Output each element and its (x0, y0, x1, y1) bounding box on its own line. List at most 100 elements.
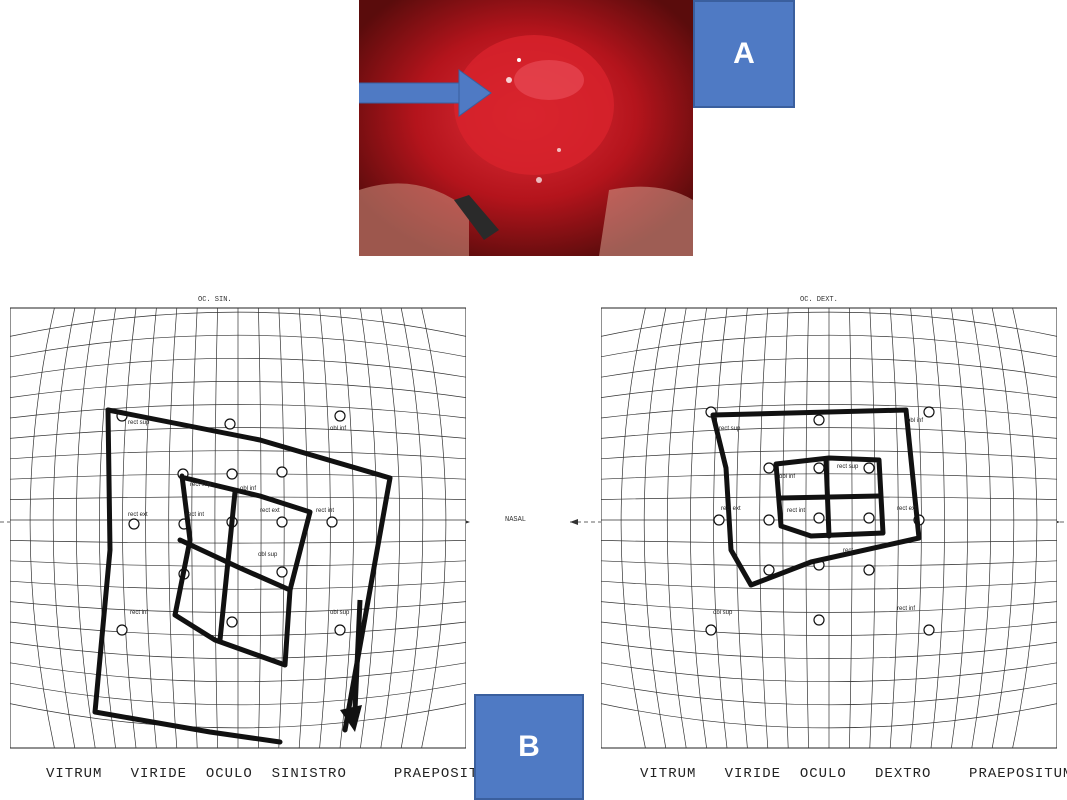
muscle-label: rect ext (721, 506, 741, 512)
muscle-label: obl sup (330, 610, 350, 616)
surgical-photo (359, 0, 693, 256)
grid-horizontal-line (601, 450, 1057, 460)
muscle-label: rect int (186, 512, 204, 518)
grid-vertical-line (805, 307, 809, 749)
grid-horizontal-line (601, 311, 1057, 337)
grid-horizontal-line (10, 601, 466, 613)
fixation-dot (863, 462, 875, 474)
grid-horizontal-line (10, 580, 466, 590)
grid-horizontal-line (10, 642, 466, 659)
inner-field-plot (172, 473, 313, 668)
right-chart-heading: OC. DEXT. (800, 296, 838, 304)
grid-horizontal-line (601, 357, 1057, 378)
grid-horizontal-line (10, 682, 466, 706)
grid-vertical-line (930, 307, 945, 749)
muscle-label: rect ext (128, 512, 148, 518)
fixation-dot (334, 624, 346, 636)
grid-vertical-line (1012, 307, 1038, 749)
surgical-photo-art (359, 0, 693, 256)
right-chart-svg: obl inf rect sup rect sup rect ext obl inf re… (601, 307, 1057, 749)
grid-horizontal-line (10, 450, 466, 460)
muscle-label: obl sup (713, 610, 733, 616)
grid-vertical-line (99, 307, 116, 749)
right-hess-chart: obl inf rect sup rect sup rect ext obl inf re… (601, 300, 1057, 800)
nasal-label: NASAL (505, 516, 527, 524)
grid-vertical-line (690, 307, 707, 749)
fixation-dot (763, 514, 775, 526)
muscle-label: rect (843, 548, 853, 554)
fixation-dot (813, 462, 825, 474)
grid-vertical-line (191, 307, 198, 749)
grid-vertical-line (122, 307, 137, 749)
grid-horizontal-line (601, 682, 1057, 706)
muscle-label: obl inf (240, 486, 256, 492)
muscle-label: obl inf (907, 418, 923, 424)
grid-vertical-line (666, 307, 687, 749)
grid-vertical-line (759, 307, 769, 749)
grid-horizontal-line (601, 427, 1057, 439)
direction-arrowhead (340, 705, 362, 732)
grid-horizontal-line (10, 381, 466, 398)
grid-horizontal-line (10, 621, 466, 636)
muscle-label: obl sup (258, 552, 278, 558)
fixation-dot (224, 418, 236, 430)
grid-horizontal-line (601, 662, 1057, 683)
fixation-dot (128, 518, 140, 530)
grid-vertical-line (145, 307, 157, 749)
fixation-dot (813, 414, 825, 426)
grid-horizontal-line (601, 621, 1057, 636)
grid-horizontal-line (601, 334, 1057, 358)
grid-vertical-line (339, 307, 354, 749)
left-chart-heading: OC. SIN. (198, 296, 232, 304)
muscle-label: rect ext (260, 508, 280, 514)
fixation-dot (226, 616, 238, 628)
fixation-dot (116, 624, 128, 636)
muscle-label: obl inf (330, 426, 346, 432)
grid-horizontal-line (601, 580, 1057, 590)
grid-vertical-line (29, 307, 55, 749)
grid-horizontal-line (601, 404, 1057, 419)
muscle-label: rect int (316, 508, 334, 514)
grid-vertical-line (380, 307, 401, 749)
inner-field-plot (217, 489, 238, 643)
grid-vertical-line (168, 307, 178, 749)
fixation-dot (863, 564, 875, 576)
grid-vertical-line (869, 307, 876, 749)
grid-horizontal-line (601, 381, 1057, 398)
inner-field-plot (92, 407, 283, 745)
fixation-dot (813, 512, 825, 524)
fixation-dot (705, 624, 717, 636)
grid-vertical-line (991, 307, 1015, 749)
grid-vertical-line (849, 307, 853, 749)
grid-vertical-line (52, 307, 76, 749)
grid-vertical-line (214, 307, 218, 749)
grid-horizontal-line (10, 473, 466, 480)
grid-vertical-line (75, 307, 96, 749)
grid-vertical-line (736, 307, 748, 749)
grid-vertical-line (360, 307, 377, 749)
fixation-dot (226, 468, 238, 480)
muscle-label: rect inf (897, 606, 915, 612)
grid-vertical-line (643, 307, 667, 749)
grid-horizontal-line (10, 496, 466, 500)
inner-field-plot (177, 537, 293, 593)
muscle-label: rect sup (837, 464, 859, 470)
grid-horizontal-line (10, 311, 466, 337)
grid-horizontal-line (10, 662, 466, 683)
fixation-dot (713, 514, 725, 526)
grid-horizontal-line (10, 703, 466, 729)
grid-vertical-line (951, 307, 968, 749)
grid-vertical-line (713, 307, 728, 749)
right-chart-caption: VITRUM VIRIDE OCULO DEXTRO PRAEPOSITUM. (640, 766, 1067, 782)
grid-horizontal-line (601, 540, 1057, 544)
muscle-label: obl inf (779, 474, 795, 480)
panel-a-label: A (693, 0, 795, 108)
grid-horizontal-line (10, 357, 466, 378)
muscle-label: rect int (787, 508, 805, 514)
muscle-label: rect sup (128, 420, 150, 426)
left-chart-caption: VITRUM VIRIDE OCULO SINISTRO PRAEPOSITUM… (46, 766, 507, 782)
grid-horizontal-line (601, 703, 1057, 729)
muscle-label: rect ext (897, 506, 917, 512)
muscle-label: rect sup (719, 426, 741, 432)
